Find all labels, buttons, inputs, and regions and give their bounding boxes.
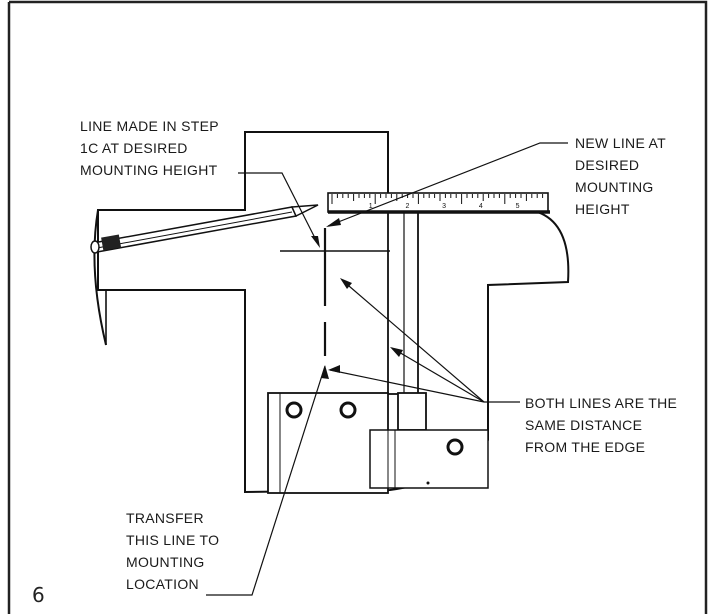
- step-number: 6: [32, 583, 45, 607]
- callout-both-lines-2: SAME DISTANCE: [525, 417, 642, 433]
- callout-new-line-2: DESIRED: [575, 157, 639, 173]
- arrowheads: [311, 218, 403, 379]
- leader-new-line: [327, 142, 568, 227]
- callout-new-line-4: HEIGHT: [575, 201, 630, 217]
- callout-transfer: TRANSFER THIS LINE TO MOUNTING LOCATION: [126, 510, 224, 592]
- leader-both-1: [341, 279, 485, 403]
- leader-transfer: [206, 365, 326, 596]
- callout-transfer-4: LOCATION: [126, 576, 199, 592]
- pencil-icon: [90, 204, 319, 254]
- callout-line-made-1: LINE MADE IN STEP: [80, 118, 219, 134]
- arrowhead-both-1: [340, 278, 352, 289]
- callout-both-lines-1: BOTH LINES ARE THE: [525, 395, 677, 411]
- leader-both-2: [391, 347, 485, 403]
- screw-dot: [426, 481, 430, 485]
- callout-both-lines: BOTH LINES ARE THE SAME DISTANCE FROM TH…: [525, 395, 681, 455]
- pencil-center-line: [96, 211, 293, 249]
- ruler-number: 5: [516, 203, 520, 210]
- arrowhead-both-2: [390, 347, 403, 357]
- screw-hole-left: [285, 401, 303, 419]
- hardware-bracket: [369, 429, 489, 489]
- ruler-number: 4: [479, 203, 483, 210]
- callout-new-line-1: NEW LINE AT: [575, 135, 666, 151]
- callout-line-made-2: 1C AT DESIRED: [80, 140, 188, 156]
- hardware-tab: [397, 392, 427, 431]
- hardware-block: [267, 392, 489, 494]
- diagram-frame: [7, 0, 708, 614]
- callout-new-line-3: MOUNTING: [575, 179, 654, 195]
- arrowhead-both-3: [328, 365, 340, 373]
- arrowhead-transfer: [321, 365, 329, 379]
- cabinet-left-curve: [93, 209, 107, 346]
- pencil-eraser: [90, 240, 100, 254]
- callout-transfer-3: MOUNTING: [126, 554, 205, 570]
- callout-new-line: NEW LINE AT DESIRED MOUNTING HEIGHT: [575, 135, 670, 217]
- pencil-ferrule: [101, 234, 122, 251]
- callout-line-made: LINE MADE IN STEP 1C AT DESIRED MOUNTING…: [80, 118, 223, 178]
- callout-both-lines-3: FROM THE EDGE: [525, 439, 645, 455]
- ruler-number: 3: [442, 203, 446, 210]
- pencil-tip: [290, 204, 319, 218]
- ruler-ticks: [331, 194, 549, 204]
- ruler-number: 1: [369, 203, 373, 210]
- leader-both-3: [329, 369, 485, 403]
- leader-line-made: [238, 172, 319, 245]
- arrowhead-line-made: [311, 236, 320, 248]
- screw-hole-lower: [446, 438, 464, 456]
- callout-line-made-3: MOUNTING HEIGHT: [80, 162, 218, 178]
- ruler: 1 2 3 4 5: [327, 192, 550, 214]
- screw-hole-right: [339, 401, 357, 419]
- ruler-labels: 1 2 3 4 5: [369, 203, 520, 210]
- callout-transfer-1: TRANSFER: [126, 510, 204, 526]
- leader-lines: [206, 142, 568, 596]
- mounting-rail: [387, 211, 419, 395]
- ruler-number: 2: [405, 203, 409, 210]
- callout-transfer-2: THIS LINE TO: [126, 532, 219, 548]
- arrowhead-new-line: [326, 218, 341, 227]
